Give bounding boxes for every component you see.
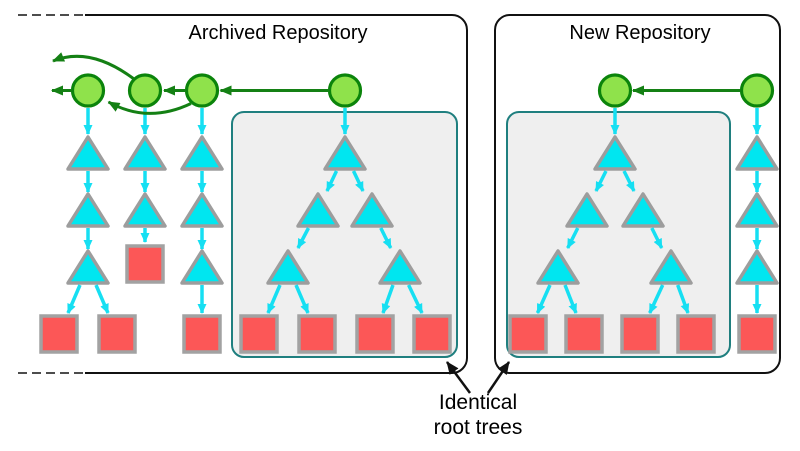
tree-edge-arrow <box>66 284 82 314</box>
new-repo-box <box>494 14 781 374</box>
tree-node <box>180 249 224 285</box>
commit-node <box>327 73 363 108</box>
identical-root-trees-label-line2: root trees <box>433 416 523 439</box>
blob-node <box>39 314 79 354</box>
commit-parent-curve <box>52 52 135 81</box>
blob-node <box>97 314 137 354</box>
blob-node <box>737 314 777 354</box>
blob-node <box>564 314 604 354</box>
tree-node <box>66 249 110 285</box>
blob-node <box>125 244 165 284</box>
tree-edge-arrow <box>650 227 664 249</box>
tree-edge-arrow <box>407 284 424 314</box>
tree-node <box>378 249 422 285</box>
commit-node <box>597 73 633 108</box>
tree-edge-arrow <box>566 227 580 249</box>
tree-edge-arrow <box>351 170 365 192</box>
tree-node <box>565 192 609 228</box>
new-repo-title: New Repository <box>569 22 711 44</box>
tree-node <box>323 135 367 171</box>
tree-node <box>350 192 394 228</box>
tree-edge-arrow <box>648 284 665 314</box>
tree-edge-arrow <box>266 284 282 314</box>
tree-node <box>266 249 310 285</box>
tree-edge-arrow <box>294 284 310 314</box>
tree-edge-arrow <box>296 227 311 249</box>
identical-root-trees-label: Identical root trees <box>434 390 523 440</box>
annotation-arrow <box>445 361 472 394</box>
tree-node <box>621 192 665 228</box>
tree-edge-arrow <box>379 227 393 249</box>
tree-edge-arrow <box>563 284 578 314</box>
tree-node <box>735 249 779 285</box>
tree-node <box>66 192 110 228</box>
blob-node <box>297 314 337 354</box>
blob-node <box>239 314 279 354</box>
commit-node <box>127 73 163 108</box>
blob-node <box>676 314 716 354</box>
blob-node <box>508 314 548 354</box>
tree-node <box>649 249 693 285</box>
commit-node <box>70 73 106 108</box>
tree-edge-arrow <box>535 284 552 314</box>
tree-node <box>180 192 224 228</box>
tree-node <box>123 192 167 228</box>
tree-node <box>536 249 580 285</box>
tree-edge-arrow <box>381 284 395 314</box>
commit-node <box>184 73 220 108</box>
tree-edge-arrow <box>325 170 339 192</box>
archived-repo-title: Archived Repository <box>188 22 368 44</box>
blob-node <box>355 314 395 354</box>
tree-node <box>66 135 110 171</box>
tree-node <box>593 135 637 171</box>
tree-node <box>180 135 224 171</box>
tree-edge-arrow <box>94 284 110 314</box>
tree-node <box>123 135 167 171</box>
identical-root-trees-label-line1: Identical <box>438 391 518 414</box>
tree-edge-arrow <box>594 170 608 192</box>
commit-node <box>739 73 775 108</box>
annotation-arrow <box>486 361 511 394</box>
tree-edge-arrow <box>622 170 636 192</box>
commit-parent-curve <box>107 100 192 115</box>
blob-node <box>182 314 222 354</box>
tree-node <box>296 192 340 228</box>
blob-node <box>412 314 452 354</box>
blob-node <box>620 314 660 354</box>
tree-node <box>735 135 779 171</box>
root-tree-highlight-box <box>506 111 731 358</box>
tree-edge-arrow <box>676 284 690 314</box>
tree-node <box>735 192 779 228</box>
